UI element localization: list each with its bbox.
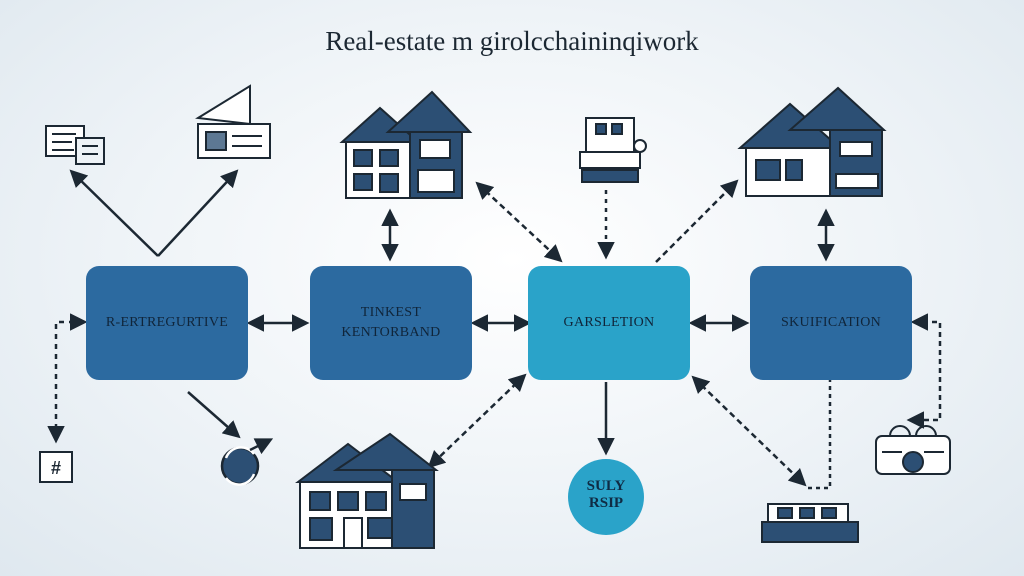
node-box[interactable] (528, 266, 690, 380)
diagram-title: Real-estate m girolcchaininqiwork (325, 26, 699, 56)
coin-bag-icon (875, 425, 951, 475)
link-n4-coinbag (906, 313, 942, 429)
link-n3-bighouse (655, 179, 739, 263)
machine-icon (579, 117, 647, 183)
node-box[interactable] (310, 266, 472, 380)
link-n1-blueprint (157, 169, 239, 257)
link-n3-tray (691, 375, 807, 487)
hash-icon: # (39, 451, 73, 483)
link-n3-building (427, 373, 527, 469)
badge-circle[interactable] (568, 459, 644, 535)
house-icon (339, 90, 473, 199)
link-n1-docs (69, 169, 159, 257)
link-n1-exchange (187, 391, 241, 439)
connectors (47, 169, 942, 490)
house-icon (737, 86, 887, 197)
link-house-n3 (475, 181, 563, 263)
blueprint-icon (195, 84, 271, 159)
link-n1-hash (47, 313, 88, 444)
building-icon (295, 432, 439, 549)
documents-icon (45, 125, 105, 165)
money-tray-icon (761, 503, 859, 543)
exchange-icon (220, 438, 274, 486)
node-box[interactable] (750, 266, 912, 380)
hash-glyph: # (51, 458, 61, 478)
link-n4-tray (804, 378, 832, 490)
node-box[interactable] (86, 266, 248, 380)
